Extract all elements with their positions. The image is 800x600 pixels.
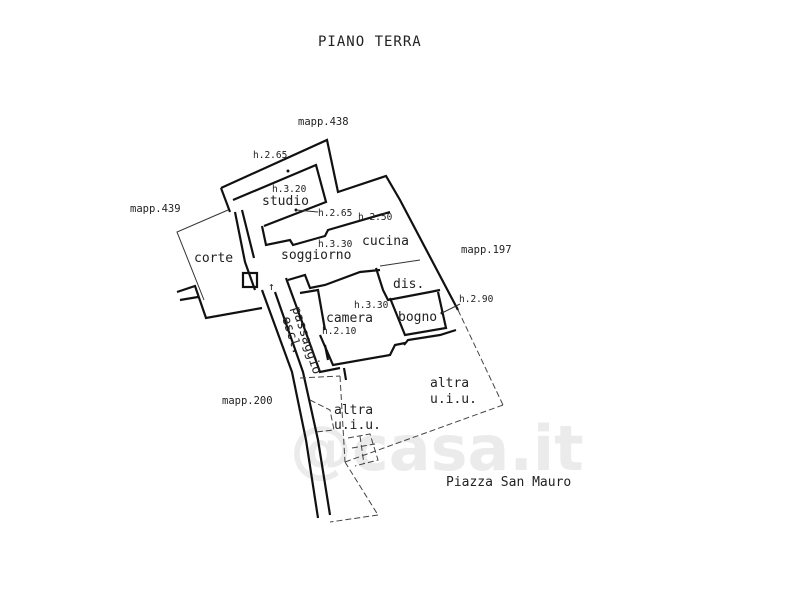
room-altra-east-uiu: u.i.u. [430,392,477,407]
room-soggiorno: soggiorno [281,248,351,263]
stairs [299,375,379,467]
room-altra-south: altra [334,403,373,418]
height-cucina: h.2.50 [358,212,393,223]
room-altra-east: altra [430,376,469,391]
room-bagno: bogno [398,310,437,325]
height-markers: ↑ [268,169,461,315]
room-studio: studio [262,194,309,209]
parcel-north: mapp.438 [298,116,349,128]
parcel-east: mapp.197 [461,244,512,256]
height-studio-top: h.2.65 [253,150,287,161]
room-cucina: cucina [362,234,409,249]
parcel-west: mapp.439 [130,203,181,215]
interior-walls [260,210,457,381]
room-dis: dis. [393,277,424,292]
plan-title: PIANO TERRA [318,34,422,50]
height-bagno: h.2.90 [459,294,494,305]
height-studio-side: h.2.65 [318,208,352,219]
height-studio: h.3.20 [272,184,307,195]
passage-walls [260,277,341,519]
entrance-arrow-icon: ↑ [268,280,275,293]
height-soggiorno: h.3.30 [318,239,353,250]
room-altra-south-uiu: u.i.u. [334,418,381,433]
watermark-logo: @casa.it [290,412,584,485]
svg-text:@casa.it: @casa.it [290,412,584,485]
parcel-southwest: mapp.200 [222,395,273,407]
corte-boundary [176,209,263,320]
room-corte: corte [194,251,233,266]
room-camera: camera [326,311,373,326]
height-camera-side: h.2.10 [322,326,357,337]
height-camera: h.3.30 [354,300,389,311]
outer-walls [219,138,504,523]
street-name: Piazza San Mauro [446,475,571,490]
